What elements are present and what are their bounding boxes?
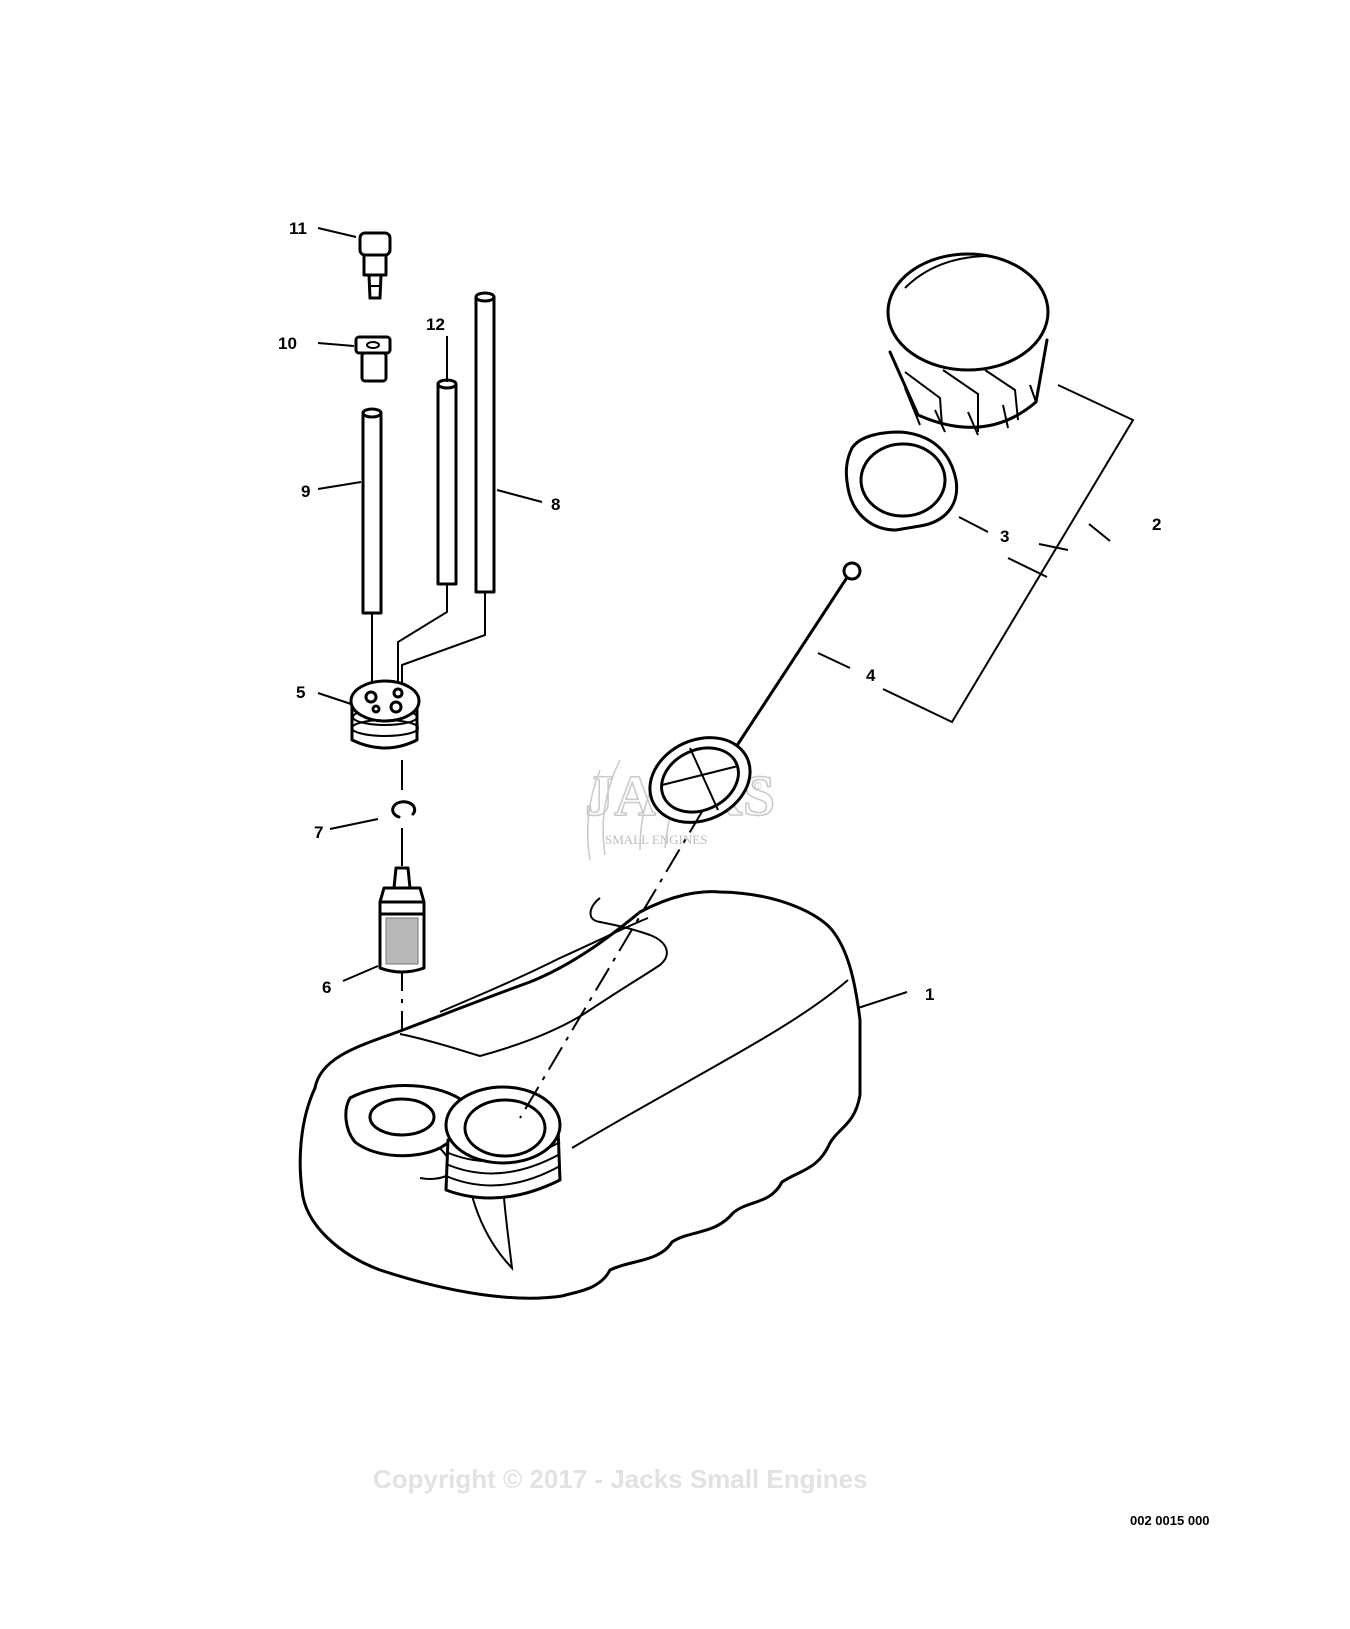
copyright-watermark: Copyright © 2017 - Jacks Small Engines (373, 1464, 868, 1494)
pickup-axis-line (519, 809, 704, 1119)
callout-10: 10 (278, 334, 297, 353)
callout-8: 8 (551, 495, 560, 514)
callout-6: 6 (322, 978, 331, 997)
part-3-gasket (844, 430, 959, 532)
part-9-hose (361, 407, 383, 615)
watermark-tagline: SMALL ENGINES (605, 832, 707, 847)
callout-1: 1 (925, 985, 934, 1004)
callout-11: 11 (289, 219, 307, 238)
part-1-fuel-tank (298, 890, 862, 1300)
part-2-fuel-cap (886, 252, 1050, 436)
part-4-pickup-line (648, 561, 862, 824)
part-7-clip-ring (391, 800, 417, 819)
part-10-collar (354, 335, 392, 383)
leader-lines (317, 227, 1135, 1009)
callout-12: 12 (426, 315, 445, 334)
part-6-fuel-filter (378, 866, 426, 974)
callout-9: 9 (301, 482, 310, 501)
callout-5: 5 (296, 683, 305, 702)
part-12-hose (436, 378, 458, 586)
callout-7: 7 (314, 823, 323, 842)
hose-routing-lines (371, 584, 486, 688)
callout-2: 2 (1152, 515, 1161, 534)
part-5-grommet (349, 679, 421, 750)
callout-4: 4 (866, 666, 876, 685)
drawing-code: 002 0015 000 (1130, 1513, 1210, 1528)
part-11-fitting (358, 231, 392, 300)
part-8-hose (474, 291, 496, 594)
watermark-reg-mark: © (752, 778, 762, 793)
callout-3: 3 (1000, 527, 1009, 546)
